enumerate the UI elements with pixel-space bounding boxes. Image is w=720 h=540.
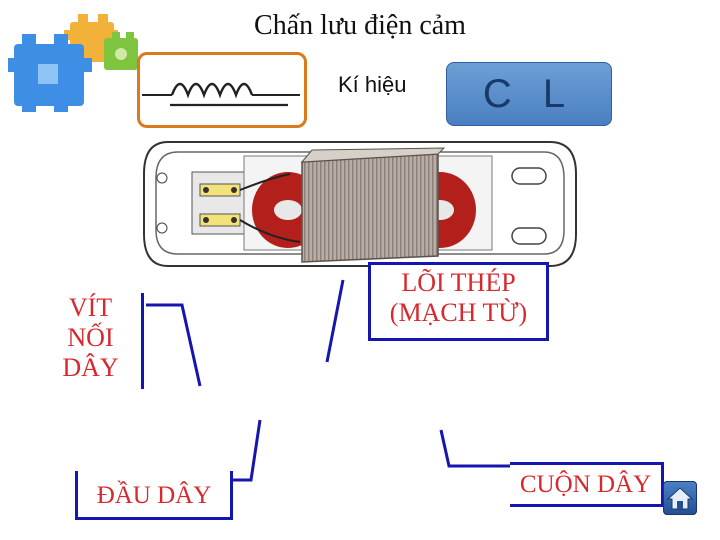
inductor-symbol-icon [142,82,300,107]
inductor-symbol-box [137,52,307,128]
gear-cluster-icon [8,14,138,112]
label-line: DÂY [62,352,119,382]
home-glyph-icon [666,487,694,510]
home-icon[interactable] [663,481,697,515]
ballast-illustration [143,141,577,267]
label-dau-day: ĐẦU DÂY [75,471,233,520]
label-vit-noi-day: VÍT NỐI DÂY [40,293,144,389]
label-line: (MẠCH TỪ) [389,297,528,327]
label-line: VÍT [68,293,113,322]
label-line: NỐI [67,322,114,352]
label-line: LÕI THÉP [401,268,516,297]
symbol-code-box: C L [446,62,612,126]
label-loi-thep: LÕI THÉP (MẠCH TỪ) [368,262,549,341]
slide-title: Chấn lưu điện cảm [254,10,466,41]
symbol-label: Kí hiệu [338,72,407,97]
label-cuon-day: CUỘN DÂY [510,462,664,507]
